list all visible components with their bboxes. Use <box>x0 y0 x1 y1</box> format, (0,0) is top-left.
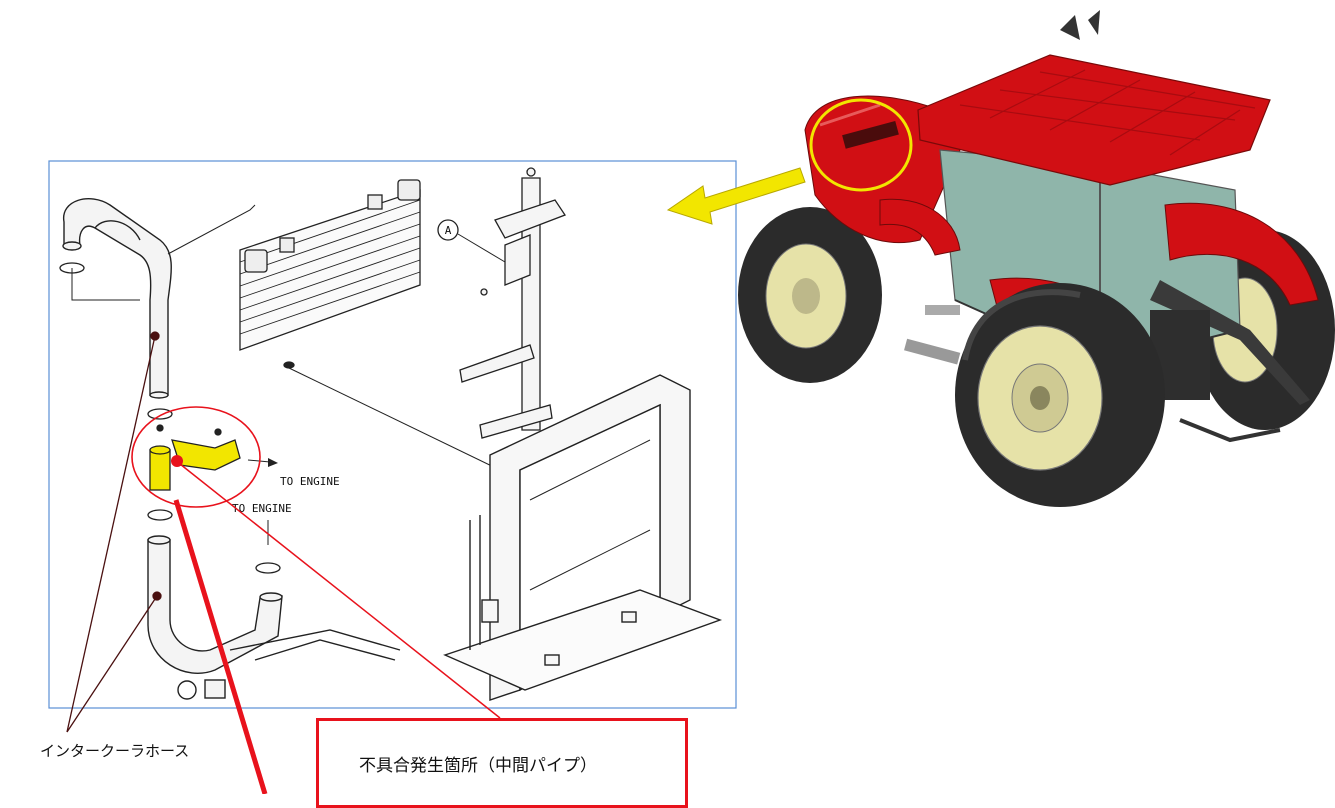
ref-marker-leader <box>457 233 506 263</box>
intercooler-hose-label: インタークーラホース <box>40 742 190 760</box>
leader-line-hose <box>167 204 256 255</box>
hose-label-leaders <box>66 331 162 733</box>
highlight-circle-yellow <box>809 98 913 192</box>
defect-callout-box: 不具合発生箇所（中間パイプ） <box>316 718 688 808</box>
callout-leader-thin <box>179 463 501 719</box>
to-engine-label-2: TO ENGINE <box>232 502 292 515</box>
intercooler-core <box>239 179 501 471</box>
ref-marker-label: A <box>445 224 452 237</box>
to-engine-arrow-1 <box>247 459 271 463</box>
bracket-stay <box>459 167 566 439</box>
defect-location-label: 不具合発生箇所（中間パイプ） <box>359 756 597 776</box>
tractor-illustration <box>738 10 1335 507</box>
radiator-frame <box>443 374 723 701</box>
callout-leader-thick <box>173 499 268 794</box>
ref-marker-circle <box>437 219 459 241</box>
to-engine-arrowhead-1 <box>268 458 278 467</box>
lower-hose <box>147 535 401 700</box>
to-engine-label-1: TO ENGINE <box>280 475 340 488</box>
leader-line-clamp <box>71 268 140 301</box>
upper-hose <box>62 198 172 399</box>
highlight-circle-red <box>131 406 261 508</box>
cab-roof <box>917 54 1271 186</box>
yellow-arrow-icon <box>666 167 806 225</box>
parts-diagram: A <box>48 160 737 709</box>
